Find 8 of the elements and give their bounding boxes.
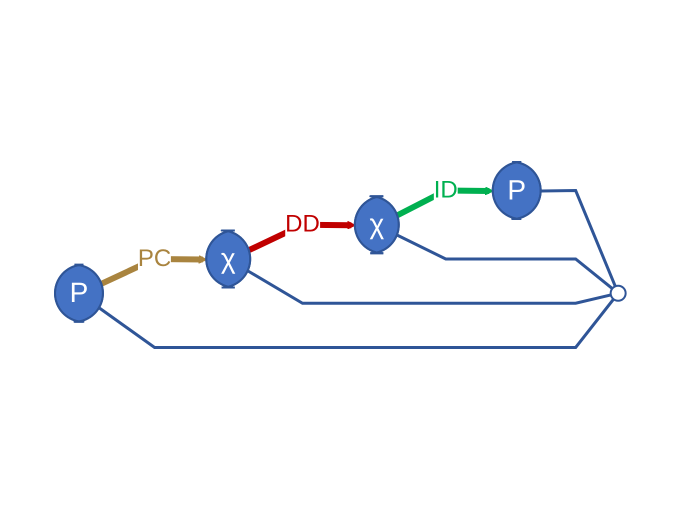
connector	[98, 298, 614, 350]
node-circle	[609, 285, 626, 302]
edge-label: PC	[138, 245, 171, 272]
connector	[396, 234, 613, 290]
connector	[540, 189, 616, 288]
edge-label: DD	[284, 210, 320, 238]
connector	[247, 270, 611, 305]
edge-label: ID	[433, 176, 458, 204]
